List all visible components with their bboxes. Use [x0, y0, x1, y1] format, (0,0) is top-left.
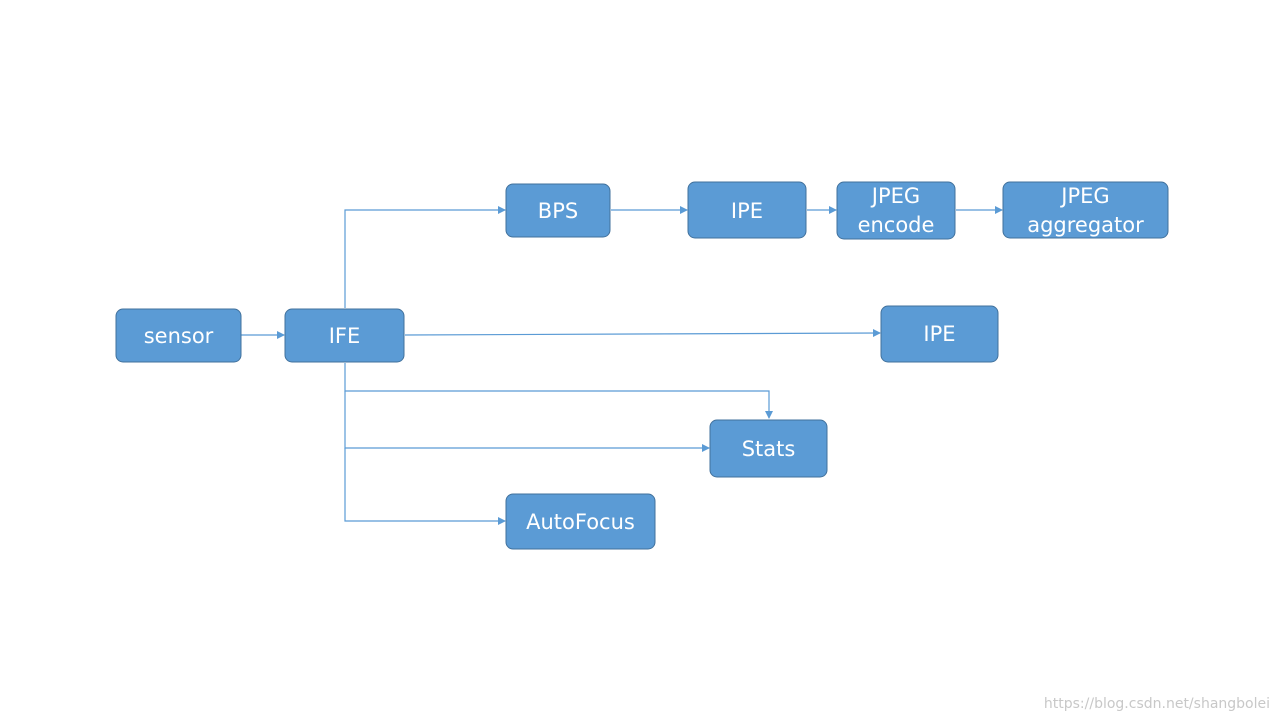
node-jpeg-encode: JPEG encode: [836, 181, 956, 240]
node-ipe-mid-label: IPE: [923, 322, 955, 346]
node-sensor-label: sensor: [144, 324, 214, 348]
edge-ife-to-bps: [344, 206, 506, 308]
node-autofocus: AutoFocus: [505, 493, 656, 550]
node-stats: Stats: [709, 419, 828, 478]
edge-ife-to-stats-left: [344, 391, 710, 452]
edges: [241, 206, 1003, 525]
node-bps-label: BPS: [538, 199, 578, 223]
node-ipe-top-label: IPE: [731, 199, 763, 223]
node-ipe-mid: IPE: [880, 305, 999, 363]
node-jpeg-encode-label-line1: JPEG: [870, 184, 920, 208]
node-jpeg-aggregator-label-line1: JPEG: [1059, 184, 1109, 208]
node-ipe-top: IPE: [687, 181, 807, 239]
node-stats-label: Stats: [742, 437, 796, 461]
edge-ife-to-stats-top: [344, 363, 773, 419]
edge-ife-to-ipe: [404, 329, 881, 338]
edge-ife-to-autofocus: [344, 448, 506, 525]
node-bps: BPS: [505, 183, 611, 238]
node-ife-label: IFE: [329, 324, 361, 348]
node-autofocus-label: AutoFocus: [526, 510, 635, 534]
node-sensor: sensor: [115, 308, 242, 363]
watermark-url: https://blog.csdn.net/shangbolei: [1043, 696, 1270, 712]
node-ife: IFE: [284, 308, 405, 363]
node-jpeg-encode-label-line2: encode: [858, 213, 935, 237]
node-jpeg-aggregator-label-line2: aggregator: [1027, 213, 1144, 237]
node-jpeg-aggregator: JPEG aggregator: [1002, 181, 1169, 239]
